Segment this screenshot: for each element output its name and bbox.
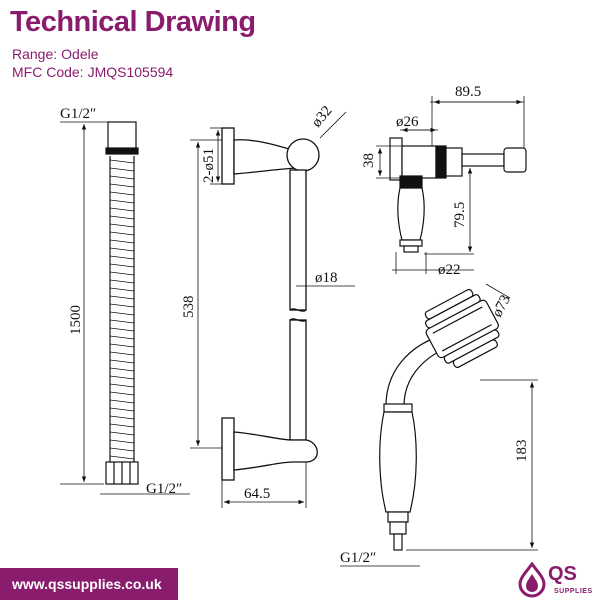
- page-title: Technical Drawing: [10, 6, 256, 38]
- shower-handset: [379, 288, 500, 551]
- hose-dimensions: [60, 121, 190, 495]
- qs-logo-icon: [518, 561, 546, 598]
- elbow-outlet-dia-label: ø22: [438, 262, 461, 278]
- rail-tube-dia-label: ø18: [315, 270, 338, 286]
- range-value: Odele: [61, 46, 99, 62]
- website-banner[interactable]: www.qssupplies.co.uk: [0, 568, 178, 600]
- elbow-height-label: 38: [361, 153, 377, 168]
- handset-dimensions: [340, 283, 538, 567]
- rail-dimensions: [190, 111, 355, 508]
- mfc-line: MFC Code:JMQS105594: [12, 64, 173, 80]
- range-label: Range:: [12, 46, 58, 62]
- bracket-count-dia-label: 2-ø51: [201, 148, 217, 183]
- range-line: Range:Odele: [12, 46, 99, 62]
- brand-sub: SUPPLIES: [554, 588, 593, 595]
- elbow-drop-label: 79.5: [452, 202, 468, 228]
- elbow-dimensions: [376, 96, 525, 274]
- shower-hose: [105, 121, 139, 485]
- rail-projection-label: 64.5: [244, 486, 270, 502]
- mfc-value: JMQS105594: [87, 64, 174, 80]
- mfc-label: MFC Code:: [12, 64, 84, 80]
- brand-name: QS: [548, 563, 577, 585]
- hose-top-thread-label: G1/2″: [60, 106, 96, 122]
- elbow-width-label: 89.5: [455, 84, 481, 100]
- wall-elbow: [389, 137, 527, 253]
- handset-thread-label: G1/2″: [340, 550, 376, 566]
- handset-length-label: 183: [514, 440, 530, 463]
- hose-length-label: 1500: [68, 305, 84, 335]
- rail-height-label: 538: [181, 296, 197, 319]
- riser-rail: [221, 127, 320, 481]
- hose-bottom-thread-label: G1/2″: [146, 481, 182, 497]
- elbow-body-dia-label: ø26: [396, 114, 419, 130]
